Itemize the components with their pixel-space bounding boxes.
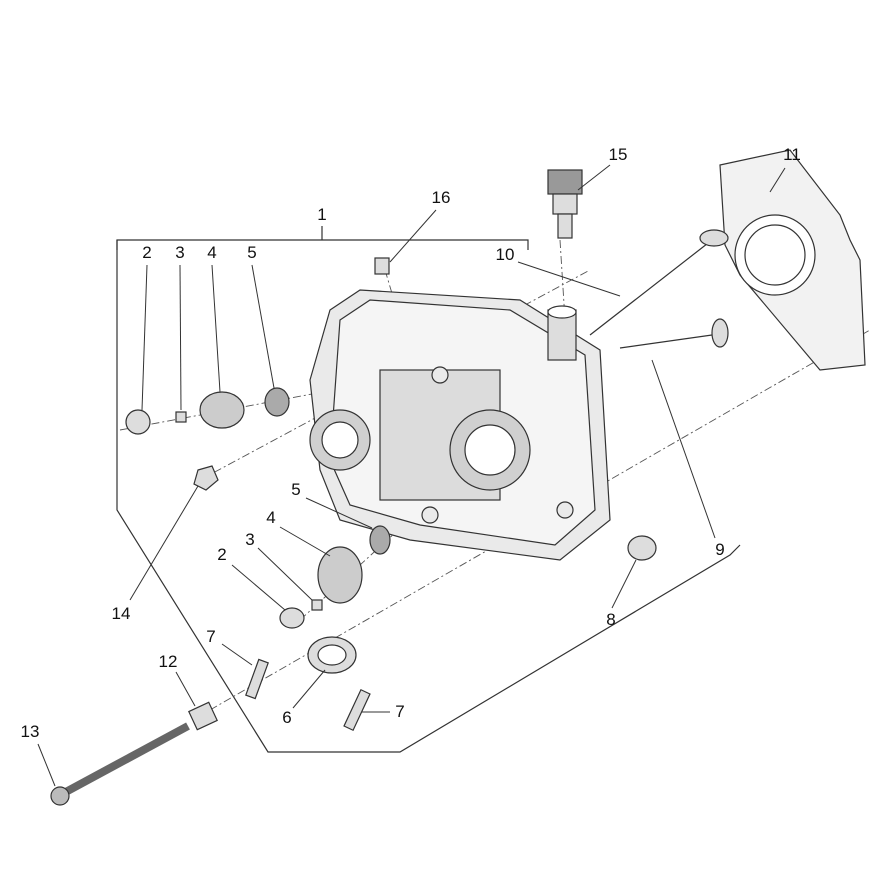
callout-12: 12 xyxy=(158,652,178,671)
callout-14: 14 xyxy=(111,604,131,623)
callout-13: 13 xyxy=(20,722,40,741)
callout-3: 3 xyxy=(175,243,185,262)
callout-5: 5 xyxy=(247,243,257,262)
part-2-upper xyxy=(125,409,151,435)
part-7-left xyxy=(245,658,269,700)
callout-3-lower: 3 xyxy=(245,530,255,549)
callout-15: 15 xyxy=(608,145,628,164)
part-2-lower xyxy=(279,607,305,629)
part-7-right xyxy=(343,688,371,732)
callout-9: 9 xyxy=(715,540,725,559)
callout-11: 11 xyxy=(783,145,801,164)
small-parts xyxy=(50,149,866,806)
part-5-lower xyxy=(369,525,391,555)
callout-2: 2 xyxy=(142,243,152,262)
part-3-lower xyxy=(311,599,323,611)
part-5-upper xyxy=(264,387,290,417)
part-3-upper xyxy=(175,411,187,423)
callout-7-right: 7 xyxy=(395,702,405,721)
cylinder-head xyxy=(309,289,611,561)
callout-5-lower: 5 xyxy=(291,480,301,499)
part-4-lower-spring xyxy=(317,546,363,604)
part-10-valve xyxy=(699,229,729,247)
part-16 xyxy=(374,257,390,275)
part-15 xyxy=(547,169,583,195)
callout-8: 8 xyxy=(606,610,616,629)
assembly-bracket xyxy=(116,226,741,753)
part-8 xyxy=(627,535,657,561)
callout-7-left: 7 xyxy=(206,627,216,646)
callout-4-lower: 4 xyxy=(266,508,276,527)
part-14 xyxy=(193,465,219,491)
part-9-valve xyxy=(711,318,729,348)
leader-lines xyxy=(37,164,786,787)
callout-1: 1 xyxy=(317,205,327,224)
callout-6: 6 xyxy=(282,708,292,727)
callout-2-lower: 2 xyxy=(217,545,227,564)
part-13-bolt xyxy=(60,722,190,798)
callout-4: 4 xyxy=(207,243,217,262)
callout-10: 10 xyxy=(495,245,515,264)
part-4-upper-spring xyxy=(199,391,245,429)
part-12 xyxy=(188,701,218,731)
callout-16: 16 xyxy=(431,188,451,207)
